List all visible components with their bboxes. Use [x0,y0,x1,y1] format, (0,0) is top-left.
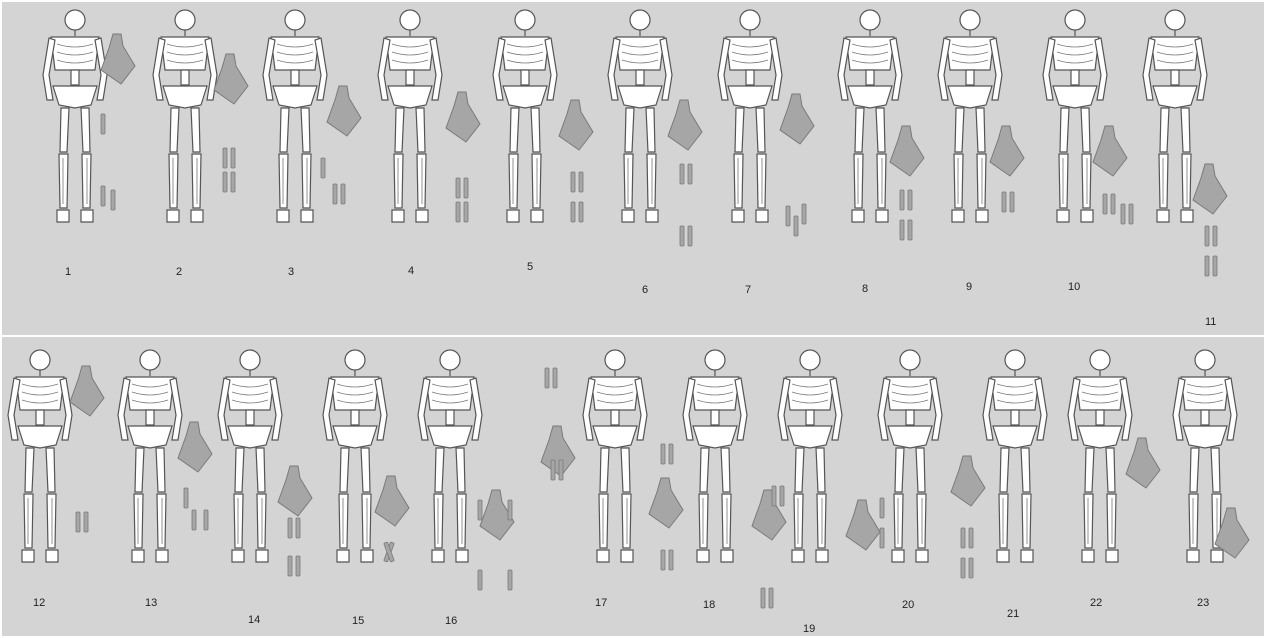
figure-label-18: 18 [703,599,715,611]
figure-label-20: 20 [902,599,914,611]
figure-label-7: 7 [745,284,751,296]
figure-label-4: 4 [408,265,414,277]
figure-label-16: 16 [445,615,457,627]
figure-label-12: 12 [33,597,45,609]
figure-label-10: 10 [1068,281,1080,293]
figure-label-23: 23 [1197,597,1209,609]
figure-label-3: 3 [288,266,294,278]
figure-label-2: 2 [176,266,182,278]
figure-label-13: 13 [145,597,157,609]
figure-label-1: 1 [65,266,71,278]
figure-label-9: 9 [966,281,972,293]
figure-label-17: 17 [595,597,607,609]
figure-label-8: 8 [862,283,868,295]
figure-label-22: 22 [1090,597,1102,609]
figure-label-19: 19 [803,623,815,635]
figure-label-15: 15 [352,615,364,627]
figure-label-14: 14 [248,614,260,626]
figure-label-21: 21 [1007,608,1019,620]
figure-label-11: 11 [1205,316,1216,328]
figure-label-6: 6 [642,284,648,296]
figure-label-5: 5 [527,261,533,273]
